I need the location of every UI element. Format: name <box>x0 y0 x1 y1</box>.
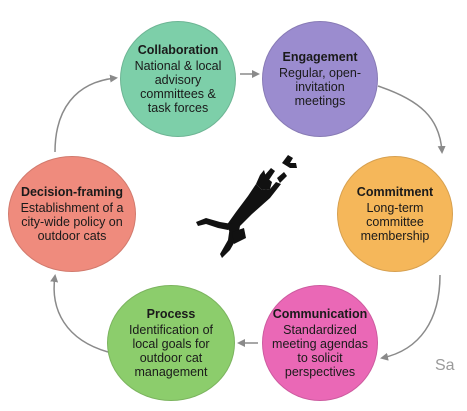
node-description: Identification of local goals for outdoo… <box>128 323 214 379</box>
node-title: Engagement <box>282 50 358 64</box>
node-title: Collaboration <box>137 43 219 57</box>
arrow-decision-framing-to-collaboration <box>54 74 118 153</box>
node-description: Regular, open-invitation meetings <box>278 66 361 108</box>
node-decision-framing: Decision-framing Establishment of a city… <box>8 156 136 272</box>
arrow-commitment-to-communication <box>380 274 441 361</box>
node-description: Standardized meeting agendas to solicit … <box>272 323 368 379</box>
node-description: National & local advisory committees & t… <box>134 59 222 115</box>
arrow-process-to-decision-framing <box>50 274 109 353</box>
node-title: Decision-framing <box>20 185 124 199</box>
node-commitment: Commitment Long-term committee membershi… <box>337 156 453 272</box>
node-engagement: Engagement Regular, open-invitation meet… <box>262 21 378 137</box>
node-description: Long-term committee membership <box>360 201 430 243</box>
node-title: Communication <box>272 307 368 321</box>
node-communication: Communication Standardized meeting agend… <box>262 285 378 401</box>
node-collaboration: Collaboration National & local advisory … <box>120 21 236 137</box>
node-process: Process Identification of local goals fo… <box>107 285 235 401</box>
node-description: Establishment of a city-wide policy on o… <box>20 201 124 243</box>
edge-text-fragment: Sa <box>435 357 455 374</box>
node-title: Process <box>146 307 196 321</box>
node-title: Commitment <box>356 185 434 199</box>
arrow-engagement-to-commitment <box>377 85 446 154</box>
